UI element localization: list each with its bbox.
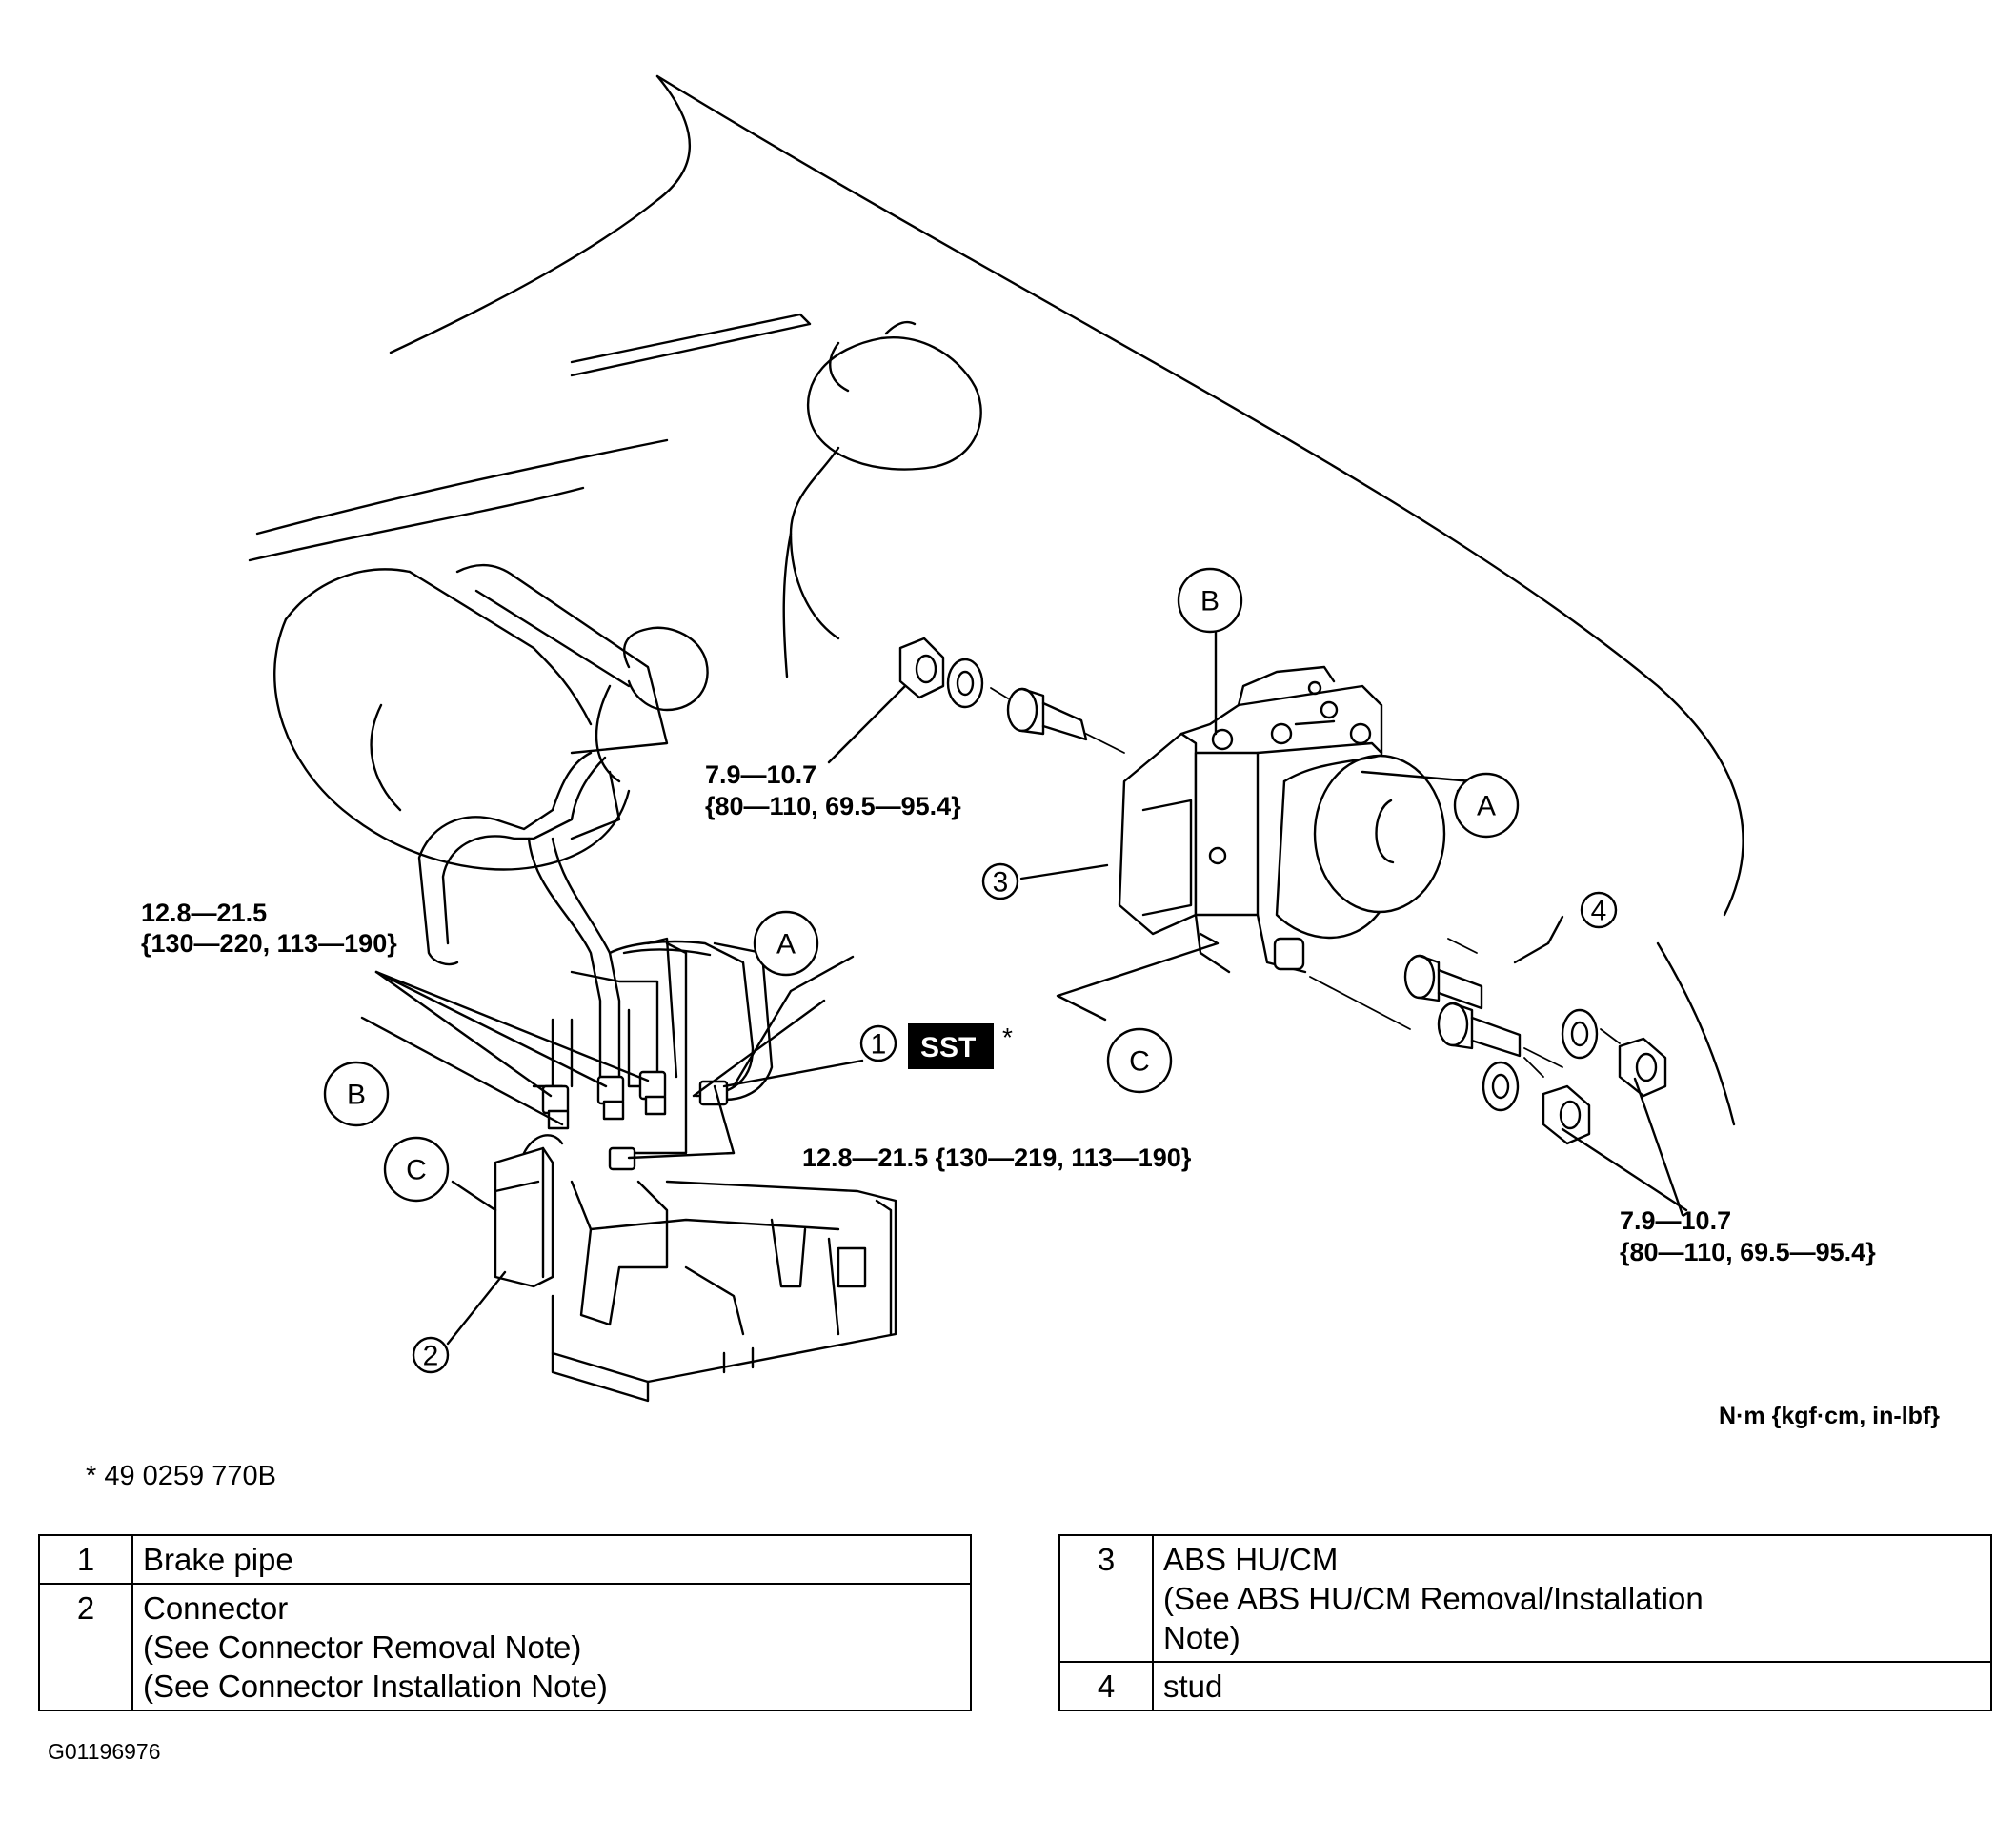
svg-text:*: * [1002,1022,1013,1052]
parts-table-right: 3 ABS HU/CM (See ABS HU/CM Removal/Insta… [1058,1534,1992,1711]
callout-a-right: A [1453,772,1520,839]
part-desc-cell: Brake pipe [131,1534,972,1585]
connector [494,1134,564,1288]
lower-stud-2 [1437,1002,1522,1058]
parts-table-left: 1 Brake pipe 2 Connector (See Connector … [38,1534,972,1711]
callout-b-left: B [323,1061,390,1127]
sst-tag: SST * [908,1022,1013,1069]
svg-text:C: C [1129,1046,1150,1078]
upper-stud [1006,687,1088,741]
svg-text:{80—110, 69.5—95.4}: {80—110, 69.5—95.4} [705,792,961,820]
svg-text:3: 3 [993,867,1009,899]
torque-spec-upper-nut: 7.9—10.7 {80—110, 69.5—95.4} [705,760,961,820]
svg-text:7.9—10.7: 7.9—10.7 [705,760,816,789]
svg-text:{80—110, 69.5—95.4}: {80—110, 69.5—95.4} [1620,1238,1876,1266]
upper-washer [946,658,984,709]
reservoir [782,320,982,678]
brake-booster [273,563,709,871]
svg-text:{130—220, 113—190}: {130—220, 113—190} [141,929,397,958]
callout-c-right: C [1106,1027,1173,1094]
part-num-cell: 1 [38,1534,133,1585]
part-desc-cell: Connector (See Connector Removal Note) (… [131,1583,972,1711]
abs-hucm-unit [1118,665,1446,974]
part-number-1: 1 [859,1024,897,1062]
part-num-cell: 2 [38,1583,133,1711]
callout-c-left: C [383,1136,450,1203]
lower-washer-2 [1482,1061,1520,1112]
part-desc-cell: ABS HU/CM (See ABS HU/CM Removal/Install… [1152,1534,1992,1663]
svg-text:2: 2 [423,1341,439,1372]
svg-text:B: B [347,1080,366,1111]
part-desc-cell: stud [1152,1661,1992,1711]
sst-footnote: * 49 0259 770B [86,1461,276,1491]
svg-text:4: 4 [1591,896,1607,927]
svg-text:B: B [1200,586,1220,617]
part-num-cell: 3 [1058,1534,1154,1663]
units-label: N·m {kgf·cm, in-lbf} [1719,1403,1940,1429]
svg-text:7.9—10.7: 7.9—10.7 [1620,1206,1731,1235]
callout-a-left: A [753,910,819,977]
svg-text:C: C [406,1155,427,1186]
leader-lines [360,631,1688,1346]
vehicle-body-outline [248,74,1744,1126]
part-number-3: 3 [981,862,1019,900]
torque-spec-pipes-left: 12.8—21.5 {130—220, 113—190} [141,899,397,958]
lower-nut-1 [1618,1037,1667,1098]
table-row: 1 Brake pipe [38,1534,972,1585]
table-row: 3 ABS HU/CM (See ABS HU/CM Removal/Insta… [1058,1534,1992,1663]
torque-spec-lower-nut: 7.9—10.7 {80—110, 69.5—95.4} [1620,1206,1876,1266]
lower-nut-2 [1542,1084,1591,1145]
svg-text:1: 1 [871,1029,887,1061]
svg-text:A: A [776,929,796,961]
table-row: 4 stud [1058,1661,1992,1711]
pipe-fittings [541,1070,729,1171]
torque-spec-pipe-front: 12.8—21.5 {130—219, 113—190} [802,1143,1192,1172]
brake-pipes [417,751,774,1155]
table-row: 2 Connector (See Connector Removal Note)… [38,1583,972,1711]
part-num-cell: 4 [1058,1661,1154,1711]
svg-text:SST: SST [920,1032,976,1063]
mounting-bracket [551,1180,897,1403]
lower-stud-1 [1403,954,1483,1010]
svg-text:12.8—21.5: 12.8—21.5 [141,899,267,927]
svg-text:A: A [1477,791,1496,822]
upper-nut [898,637,945,699]
callout-b-top: B [1177,567,1243,634]
svg-text:12.8—21.5 {130—219, 113—190}: 12.8—21.5 {130—219, 113—190} [802,1143,1192,1172]
part-number-2: 2 [412,1336,450,1374]
part-number-4: 4 [1580,891,1618,929]
figure-id: G01196976 [48,1739,161,1764]
lower-washer-1 [1561,1008,1599,1060]
